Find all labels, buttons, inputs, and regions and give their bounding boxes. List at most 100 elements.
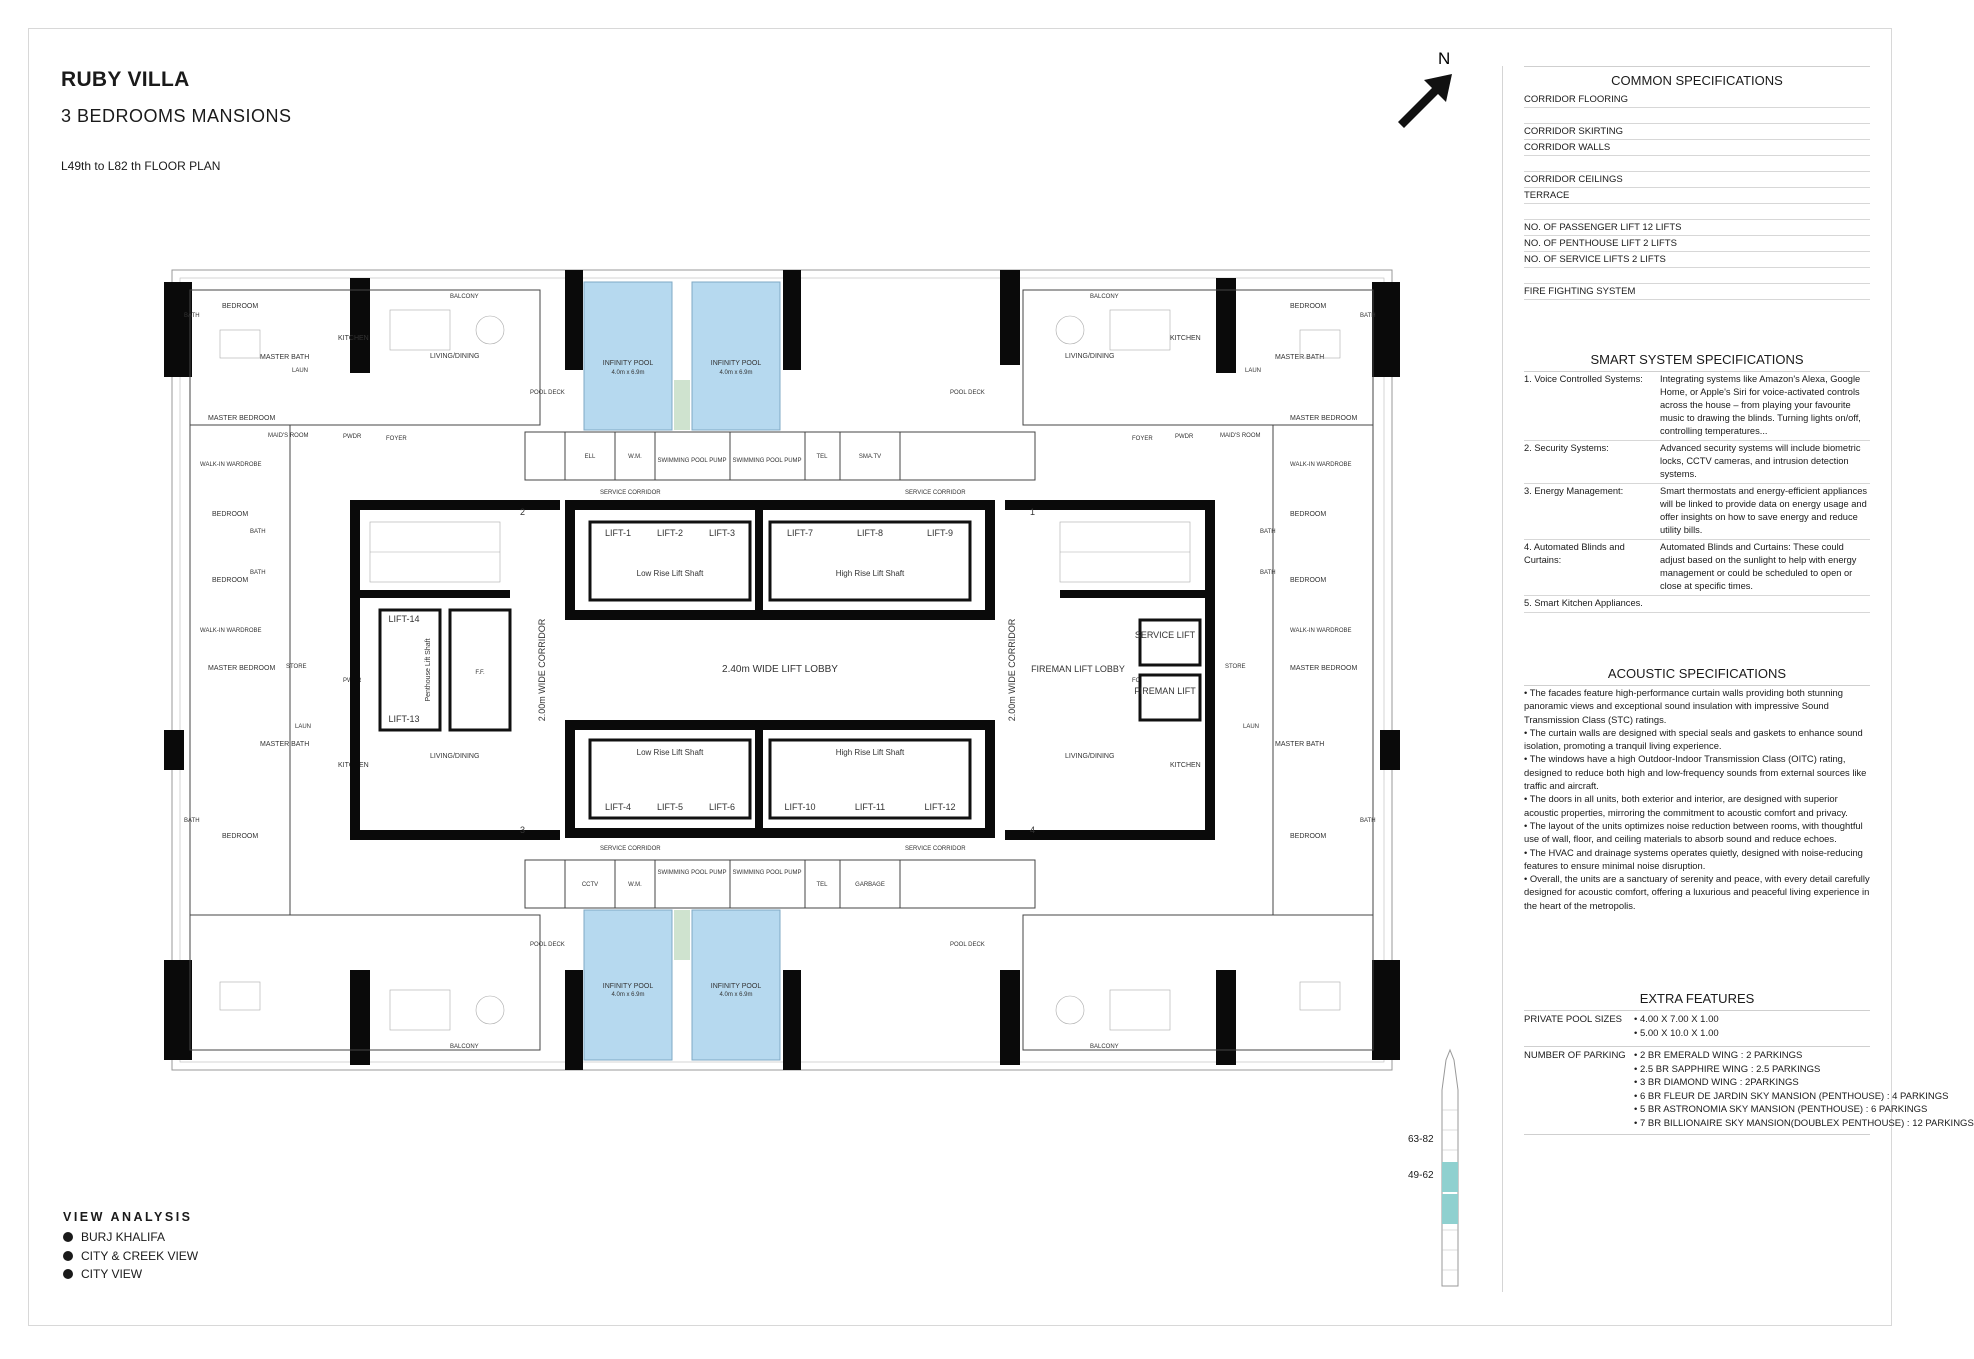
svg-text:LIFT-9: LIFT-9 <box>927 528 953 538</box>
parking-item: • 2 BR EMERALD WING : 2 PARKINGS <box>1634 1050 1803 1061</box>
smart-spec-label: 2. Security Systems: <box>1524 443 1609 453</box>
svg-text:BATH: BATH <box>250 529 266 535</box>
common-spec-row: CORRIDOR WALLS <box>1524 140 1870 156</box>
smart-spec-text: Advanced security systems will include b… <box>1660 443 1861 479</box>
svg-text:LIVING/DINING: LIVING/DINING <box>430 753 479 760</box>
acoustic-specifications: ACOUSTIC SPECIFICATIONS • The facades fe… <box>1524 666 1870 912</box>
pool-size-item: • 4.00 X 7.00 X 1.00 <box>1634 1014 1719 1025</box>
svg-text:2: 2 <box>520 507 525 517</box>
parking-item: • 6 BR FLEUR DE JARDIN SKY MANSION (PENT… <box>1634 1090 1949 1102</box>
svg-text:BATH: BATH <box>184 313 200 319</box>
svg-text:MASTER BEDROOM: MASTER BEDROOM <box>208 415 275 422</box>
svg-text:LIFT-4: LIFT-4 <box>605 802 631 812</box>
infinity-pool-bottom-left <box>583 909 673 1061</box>
svg-text:LIFT-7: LIFT-7 <box>787 528 813 538</box>
smart-spec-label: 1. Voice Controlled Systems: <box>1524 374 1643 384</box>
smart-spec-item: 5. Smart Kitchen Appliances. <box>1524 596 1870 613</box>
parking-item: • 2.5 BR SAPPHIRE WING : 2.5 PARKINGS <box>1634 1063 1821 1075</box>
corner-column <box>164 282 192 377</box>
svg-text:TEL: TEL <box>816 454 828 460</box>
svg-text:KITCHEN: KITCHEN <box>1170 762 1201 769</box>
smart-spec-item: 2. Security Systems: Advanced security sy… <box>1524 441 1870 484</box>
tower-level-lower: 49-62 <box>1408 1170 1434 1181</box>
svg-text:SERVICE CORRIDOR: SERVICE CORRIDOR <box>600 846 661 852</box>
svg-text:WALK-IN WARDROBE: WALK-IN WARDROBE <box>200 628 262 634</box>
smart-spec-text: Integrating systems like Amazon's Alexa,… <box>1660 374 1861 436</box>
svg-text:BATH: BATH <box>250 570 266 576</box>
smart-spec-item: 1. Voice Controlled Systems: Integrating … <box>1524 372 1870 441</box>
svg-text:MAID'S ROOM: MAID'S ROOM <box>1220 433 1260 439</box>
svg-text:LAUN: LAUN <box>292 368 308 374</box>
infinity-pool-top-right <box>691 281 781 431</box>
svg-text:High Rise Lift Shaft: High Rise Lift Shaft <box>836 569 905 578</box>
common-spec-row: CORRIDOR CEILINGS <box>1524 172 1870 188</box>
svg-text:INFINITY POOL: INFINITY POOL <box>711 983 762 990</box>
svg-text:LIFT-14: LIFT-14 <box>388 614 419 624</box>
svg-text:KITCHEN: KITCHEN <box>1170 335 1201 342</box>
svg-text:POOL DECK: POOL DECK <box>950 390 985 396</box>
svg-text:BALCONY: BALCONY <box>1090 294 1119 300</box>
building-outline <box>171 269 1393 1071</box>
svg-text:SWIMMING POOL PUMP: SWIMMING POOL PUMP <box>657 870 726 876</box>
svg-text:POOL DECK: POOL DECK <box>530 390 565 396</box>
pool-size-item: • 5.00 X 10.0 X 1.00 <box>1634 1027 1719 1039</box>
title-block: RUBY VILLA 3 BEDROOMS MANSIONS L49th to … <box>61 68 292 173</box>
svg-text:BALCONY: BALCONY <box>1090 1044 1119 1050</box>
svg-text:Low Rise Lift Shaft: Low Rise Lift Shaft <box>637 748 704 757</box>
svg-text:SWIMMING POOL PUMP: SWIMMING POOL PUMP <box>732 870 801 876</box>
project-title: RUBY VILLA <box>61 68 190 91</box>
svg-text:MAID'S ROOM: MAID'S ROOM <box>268 433 308 439</box>
svg-text:BATH: BATH <box>1360 313 1376 319</box>
smart-spec-item: 3. Energy Management:Smart thermostats a… <box>1524 484 1870 540</box>
svg-text:LIFT-3: LIFT-3 <box>709 528 735 538</box>
svg-text:SERVICE CORRIDOR: SERVICE CORRIDOR <box>905 490 966 496</box>
svg-text:MASTER BATH: MASTER BATH <box>260 741 309 748</box>
svg-text:MASTER BEDROOM: MASTER BEDROOM <box>208 665 275 672</box>
svg-text:Penthouse Lift Shaft: Penthouse Lift Shaft <box>425 638 432 701</box>
svg-text:LIFT-13: LIFT-13 <box>388 714 419 724</box>
svg-text:LAUN: LAUN <box>295 724 311 730</box>
svg-text:BEDROOM: BEDROOM <box>1290 577 1326 584</box>
svg-text:SMA.TV: SMA.TV <box>859 454 881 460</box>
svg-text:INFINITY POOL: INFINITY POOL <box>603 983 654 990</box>
svg-text:LAUN: LAUN <box>1243 724 1259 730</box>
svg-text:W.M.: W.M. <box>628 454 642 460</box>
extra-features-title: EXTRA FEATURES <box>1639 991 1755 1006</box>
svg-text:SERVICE CORRIDOR: SERVICE CORRIDOR <box>600 490 661 496</box>
pool-sizes-label: PRIVATE POOL SIZES <box>1524 1014 1623 1025</box>
svg-text:POOL DECK: POOL DECK <box>530 942 565 948</box>
svg-text:BATH: BATH <box>1260 570 1276 576</box>
svg-text:MASTER BATH: MASTER BATH <box>260 354 309 361</box>
view-item: CITY & CREEK VIEW <box>63 1247 198 1266</box>
svg-text:BALCONY: BALCONY <box>450 294 479 300</box>
svg-text:SERVICE LIFT: SERVICE LIFT <box>1135 630 1196 640</box>
smart-spec-title: SMART SYSTEM SPECIFICATIONS <box>1590 352 1804 367</box>
common-spec-title: COMMON SPECIFICATIONS <box>1611 73 1783 88</box>
svg-text:MASTER BEDROOM: MASTER BEDROOM <box>1290 665 1357 672</box>
svg-text:LAUN: LAUN <box>1245 368 1261 374</box>
svg-text:4.0m x 6.9m: 4.0m x 6.9m <box>719 370 752 376</box>
svg-text:BATH: BATH <box>184 818 200 824</box>
corner-column <box>164 960 192 1060</box>
acoustic-text: • The facades feature high-performance c… <box>1524 687 1870 911</box>
corridor-left-label: 2.00m WIDE CORRIDOR <box>537 618 547 721</box>
common-spec-row: NO. OF PENTHOUSE LIFT 2 LIFTS <box>1524 236 1870 252</box>
svg-text:PWDR: PWDR <box>343 434 362 440</box>
svg-text:FIREMAN LIFT: FIREMAN LIFT <box>1134 686 1196 696</box>
spec-column-divider <box>1502 66 1503 1292</box>
tower-elevation-icon <box>1441 1048 1459 1287</box>
common-spec-row: FIRE FIGHTING SYSTEM <box>1524 284 1870 300</box>
svg-text:PWDR: PWDR <box>1175 434 1194 440</box>
lift-labels-top: LIFT-1 LIFT-2 LIFT-3 LIFT-7 LIFT-8 LIFT-… <box>605 528 953 538</box>
common-spec-row: CORRIDOR SKIRTING <box>1524 124 1870 140</box>
svg-text:TEL: TEL <box>816 882 828 888</box>
svg-text:BATH: BATH <box>1360 818 1376 824</box>
svg-text:SWIMMING POOL PUMP: SWIMMING POOL PUMP <box>657 458 726 464</box>
svg-text:CCTV: CCTV <box>582 882 598 888</box>
svg-text:STORE: STORE <box>1225 664 1246 670</box>
svg-text:WALK-IN WARDROBE: WALK-IN WARDROBE <box>1290 628 1352 634</box>
extra-features: EXTRA FEATURES PRIVATE POOL SIZES • 4.00… <box>1524 991 1974 1135</box>
lift-labels-bottom: LIFT-4 LIFT-5 LIFT-6 LIFT-10 LIFT-11 LIF… <box>605 802 956 812</box>
svg-text:FOYER: FOYER <box>386 436 407 442</box>
smart-spec-text: Automated Blinds and Curtains: These cou… <box>1660 542 1857 591</box>
